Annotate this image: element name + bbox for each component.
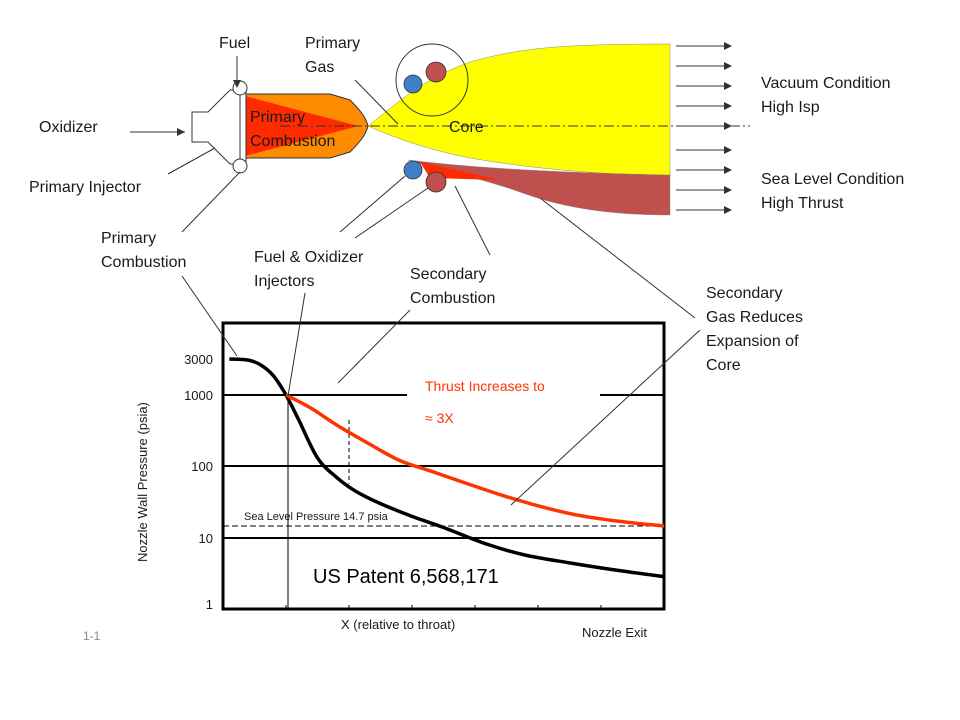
series-primary-line [229, 357, 665, 579]
x-axis-label: X (relative to throat) [341, 617, 455, 632]
leader-primary-injector [167, 147, 216, 175]
label-primary-injector: Primary Injector [29, 179, 142, 196]
thrust-annotation-line1: Thrust Increases to [425, 378, 545, 394]
leader-secondary-combustion [454, 185, 491, 256]
y-tick-label: 10 [199, 531, 213, 546]
exhaust-arrow-head [724, 62, 732, 70]
label-fuel: Fuel [219, 35, 250, 52]
leader-secondary-gas [539, 197, 696, 319]
exhaust-arrows [676, 42, 732, 214]
fuel-injector-bottom-icon [403, 160, 423, 180]
exhaust-arrow-head [724, 146, 732, 154]
exhaust-arrow-head [724, 82, 732, 90]
exhaust-arrow-head [724, 42, 732, 50]
detail-callout-circle [395, 43, 469, 117]
sea-level-reference-label: Sea Level Pressure 14.7 psia [244, 511, 389, 523]
nozzle-outline-top [245, 93, 369, 127]
chart-ytick-labels: 3000 1000 100 10 1 [184, 352, 213, 612]
leader-injectors-2 [354, 187, 429, 239]
nozzle-outline-bottom [245, 125, 369, 159]
chart-gridlines [223, 394, 664, 539]
fuel-arrow-head [233, 80, 241, 88]
fuel-port-bottom [232, 158, 248, 174]
primary-injector [191, 89, 245, 165]
oxidizer-injector-bottom-icon [425, 171, 447, 193]
leader-chart-injectors [287, 292, 306, 397]
pressure-chart: 3000 1000 100 10 1 Sea Level Pressure 14.7 p… [135, 275, 701, 640]
leader-primary-combustion [181, 171, 241, 233]
exhaust-arrow-head [724, 102, 732, 110]
label-oxidizer: Oxidizer [39, 119, 98, 136]
leader-primary-gas [354, 79, 399, 125]
series-secondary-line [285, 393, 665, 528]
chart-series [229, 357, 665, 579]
engine-illustration [130, 42, 750, 319]
y-tick-label: 1000 [184, 388, 213, 403]
oxidizer-arrow-head [177, 128, 185, 136]
core-gas-plume [367, 43, 671, 177]
label-core: Core [449, 119, 484, 136]
y-axis-label: Nozzle Wall Pressure (psia) [135, 402, 150, 562]
y-tick-label: 3000 [184, 352, 213, 367]
chart-xticks [285, 605, 602, 609]
slide-number: 1-1 [83, 629, 101, 643]
thrust-annotation-line2: ≈ 3X [425, 410, 454, 426]
leader-chart-primary [181, 275, 238, 357]
leader-chart-secondary-gas [510, 329, 701, 506]
leader-injectors-1 [339, 175, 406, 233]
y-tick-label: 1 [206, 597, 213, 612]
oxidizer-injector-top-icon [425, 61, 447, 83]
exhaust-arrow-head [724, 122, 732, 130]
y-tick-label: 100 [191, 459, 213, 474]
exhaust-arrow-head [724, 166, 732, 174]
patent-label: US Patent 6,568,171 [313, 566, 499, 588]
injector-plate [239, 89, 247, 165]
fuel-injector-top-icon [403, 74, 423, 94]
exhaust-arrow-head [724, 206, 732, 214]
x-axis-end-label: Nozzle Exit [582, 625, 647, 640]
exhaust-arrow-head [724, 186, 732, 194]
leader-chart-secondary-combustion [337, 309, 411, 384]
